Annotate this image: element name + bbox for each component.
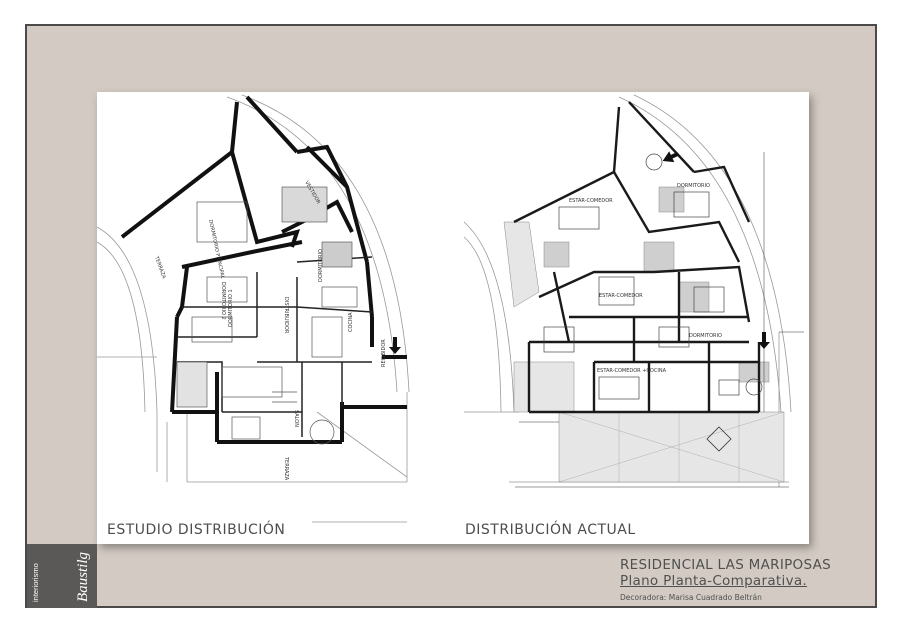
room-label: ESTAR-COMEDOR +COCINA (597, 368, 667, 374)
room-label: DORMITORIO (689, 333, 722, 339)
room-label: DORMITORIO (318, 249, 324, 282)
room-label: ESTAR-COMEDOR (569, 198, 613, 204)
study-floor-plan-drawing: VESTIDOR DORMITORIO PRINCIPAL TERRAZA DO… (97, 94, 410, 523)
title-block: RESIDENCIAL LAS MARIPOSAS Plano Planta-C… (620, 557, 831, 602)
current-floor-plan-drawing: ESTAR-COMEDOR DORMITORIO ESTAR-COMEDOR D… (463, 94, 804, 488)
current-plan-caption: DISTRIBUCIÓN ACTUAL (465, 522, 636, 538)
room-label: TERRAZA (283, 456, 289, 481)
plan-sheet: VESTIDOR DORMITORIO PRINCIPAL TERRAZA DO… (97, 92, 809, 544)
study-plan-caption: ESTUDIO DISTRIBUCIÓN (107, 522, 286, 538)
room-label: DORMITORIO 1 (228, 289, 234, 327)
logo-tagline: interiorismo (31, 563, 40, 602)
room-label: ESTAR-COMEDOR (599, 293, 643, 299)
room-label: DISTRIBUIDOR (283, 297, 289, 334)
room-label: DORMITORIO PRINCIPAL (207, 219, 225, 279)
study-floor-plan: VESTIDOR DORMITORIO PRINCIPAL TERRAZA DO… (97, 92, 413, 544)
room-label: COCINA (348, 312, 354, 332)
logo-wordmark: Baustilg (75, 551, 91, 602)
room-label: RECIBIDOR (381, 339, 387, 367)
brand-logo: interiorismo Baustilg (27, 544, 97, 608)
project-title: RESIDENCIAL LAS MARIPOSAS (620, 557, 832, 573)
room-label: DORMITORIO (677, 183, 710, 189)
room-label: DORMITORIO 2 (220, 282, 226, 320)
designer-credit: Decoradora: Marisa Cuadrado Beltrán (620, 593, 762, 602)
plan-subtitle: Plano Planta-Comparativa. (620, 573, 808, 589)
room-label: TERRAZA (153, 255, 167, 280)
current-floor-plan: ESTAR-COMEDOR DORMITORIO ESTAR-COMEDOR D… (419, 92, 809, 544)
room-label: SALON (293, 410, 299, 427)
